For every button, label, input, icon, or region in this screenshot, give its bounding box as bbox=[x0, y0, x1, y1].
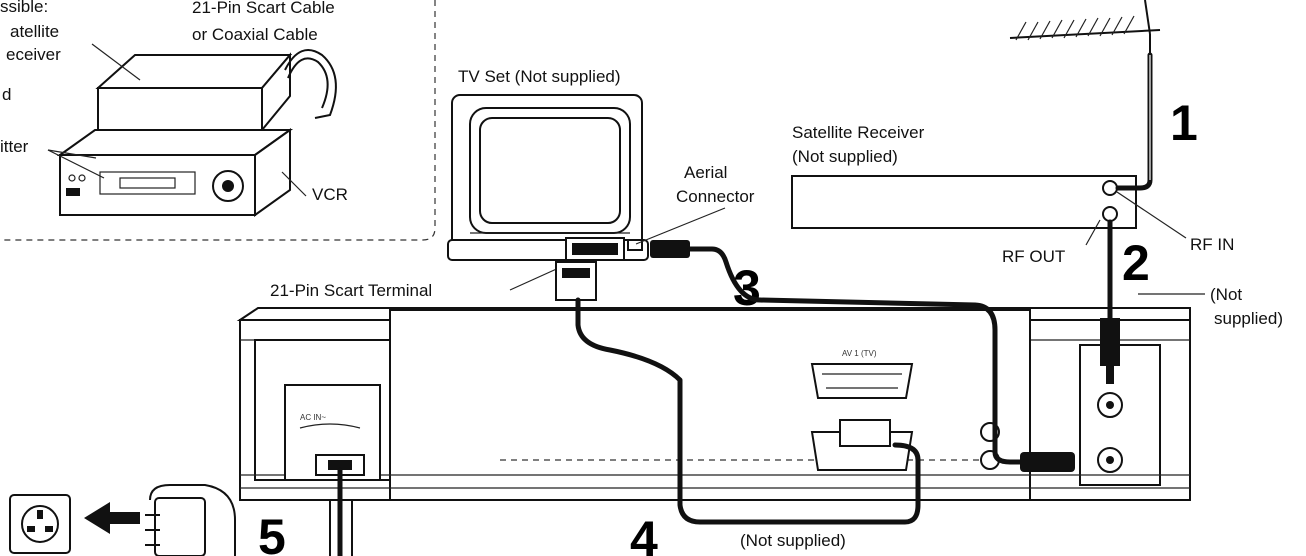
inset-vcr-pointer bbox=[281, 171, 307, 197]
sat-receiver-label-1: Satellite Receiver bbox=[792, 123, 925, 142]
inset-panel: ssible: atellite eceiver 21-Pin Scart Ca… bbox=[0, 0, 436, 241]
step-1-number: 1 bbox=[1170, 95, 1198, 151]
inset-cable-label-2: or Coaxial Cable bbox=[192, 25, 318, 44]
not-supplied-bottom-label: (Not supplied) bbox=[740, 531, 846, 550]
not-supplied-right-2: supplied) bbox=[1214, 309, 1283, 328]
step-2-number: 2 bbox=[1122, 235, 1150, 291]
step-5-number: 5 bbox=[258, 509, 286, 556]
aerial-icon bbox=[1009, 0, 1161, 55]
power-cord bbox=[329, 467, 353, 556]
cable-2 bbox=[1100, 219, 1120, 384]
aerial-connector-pointer bbox=[635, 207, 726, 245]
cable-1 bbox=[1115, 52, 1153, 191]
inset-sat-pointer bbox=[91, 43, 141, 81]
not-supplied-right-1: (Not bbox=[1210, 285, 1242, 304]
av1-label: AV 1 (TV) bbox=[842, 349, 877, 358]
scart-terminal-label: 21-Pin Scart Terminal bbox=[270, 281, 432, 300]
satellite-receiver: Satellite Receiver (Not supplied) bbox=[791, 123, 1187, 246]
inset-vcr bbox=[56, 128, 294, 217]
inset-cable-loop-inner bbox=[287, 57, 329, 109]
aerial-connector-label-2: Connector bbox=[676, 187, 755, 206]
aerial-connector-label-1: Aerial bbox=[684, 163, 727, 182]
inset-vcr-label: VCR bbox=[312, 185, 348, 204]
mains-socket-icon bbox=[9, 494, 71, 554]
inset-cable-label-1: 21-Pin Scart Cable bbox=[192, 0, 335, 17]
inset-satellite-label-1: atellite bbox=[10, 22, 59, 41]
inset-fragment-d: d bbox=[2, 85, 11, 104]
inset-satellite-label-2: eceiver bbox=[6, 45, 61, 64]
inset-cable-loop bbox=[284, 49, 337, 119]
rf-in-label: RF IN bbox=[1190, 235, 1234, 254]
inset-satellite-receiver bbox=[95, 52, 293, 133]
step-4-number: 4 bbox=[630, 511, 658, 556]
av1-scart-socket bbox=[810, 363, 914, 399]
arrow-left-icon bbox=[84, 502, 140, 534]
cable-3 bbox=[650, 240, 1075, 472]
cable-4 bbox=[555, 261, 921, 525]
tv-set-label: TV Set (Not supplied) bbox=[458, 67, 621, 86]
inset-transmitter-pointer bbox=[47, 149, 97, 159]
tv-set: TV Set (Not supplied) bbox=[447, 67, 649, 261]
sat-receiver-label-2: (Not supplied) bbox=[792, 147, 898, 166]
inset-transmitter-label: itter bbox=[0, 137, 29, 156]
ac-in-label: AC IN~ bbox=[300, 413, 326, 422]
inset-partial-text: ssible: bbox=[0, 0, 48, 16]
rf-out-label: RF OUT bbox=[1002, 247, 1065, 266]
mains-plug-icon bbox=[145, 484, 236, 556]
